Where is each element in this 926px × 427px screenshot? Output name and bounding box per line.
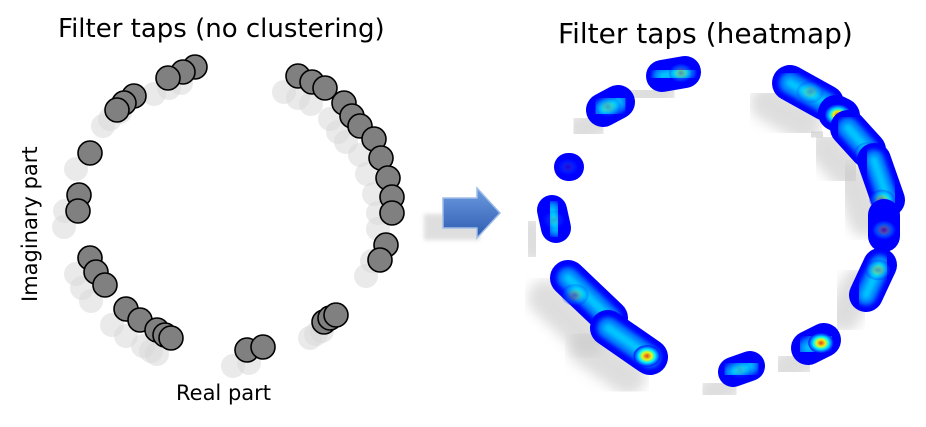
heat-shadow xyxy=(835,163,883,237)
filter-tap-marker xyxy=(65,198,91,224)
marker-shadow xyxy=(79,289,103,313)
marker-shadow xyxy=(52,215,76,239)
heat-shadow xyxy=(624,76,679,112)
heat-hotspot xyxy=(542,211,566,229)
marker-shadow xyxy=(348,143,372,167)
heat-cluster xyxy=(537,195,571,243)
heat-shadow xyxy=(750,85,822,141)
heat-hotspot xyxy=(633,345,661,367)
filter-tap-marker xyxy=(104,97,130,123)
heat-hotspot xyxy=(808,332,834,354)
heat-cluster xyxy=(772,65,844,121)
filter-tap-marker xyxy=(379,200,405,226)
heat-hotspot xyxy=(872,220,896,240)
heat-cluster xyxy=(586,85,635,127)
filter-tap-marker xyxy=(77,140,103,166)
filter-tap-marker xyxy=(155,65,181,91)
marker-shadow xyxy=(64,157,88,181)
marker-shadow xyxy=(142,82,166,106)
filter-tap-marker xyxy=(312,75,338,101)
heat-shadow xyxy=(515,215,549,263)
heatmap-blobs xyxy=(537,56,905,387)
marker-shadow xyxy=(145,342,169,366)
heat-shadow xyxy=(568,330,646,395)
right-arrow-icon xyxy=(424,186,502,240)
marker-shadow xyxy=(355,162,379,186)
marker-shadow xyxy=(299,92,323,116)
heat-cluster xyxy=(868,199,900,252)
x-axis-label: Real part xyxy=(176,381,272,405)
heat-hotspot xyxy=(595,96,621,118)
heat-hotspot xyxy=(796,81,824,103)
left-panel-title: Filter taps (no clustering) xyxy=(58,14,385,44)
filter-tap-marker xyxy=(250,334,276,360)
heat-hotspot xyxy=(561,284,589,306)
marker-shadow xyxy=(354,264,378,288)
heat-cluster xyxy=(718,351,765,387)
heat-cluster xyxy=(590,310,668,375)
heat-cluster xyxy=(791,323,841,365)
heat-hotspot xyxy=(728,361,752,379)
filter-tap-marker xyxy=(367,247,393,273)
heat-hotspot xyxy=(865,259,891,281)
heat-cluster xyxy=(849,248,897,312)
heat-cluster xyxy=(646,56,701,92)
heat-cluster xyxy=(554,153,584,181)
right-panel-title: Filter taps (heatmap) xyxy=(558,17,853,50)
heat-shadow xyxy=(696,371,743,407)
filter-tap-marker xyxy=(158,325,184,351)
left-markers xyxy=(65,54,405,363)
heat-hotspot xyxy=(669,63,693,83)
heat-hotspot xyxy=(557,158,579,176)
marker-shadow xyxy=(91,114,115,138)
filter-tap-marker xyxy=(92,272,118,298)
filter-tap-marker xyxy=(323,302,349,328)
